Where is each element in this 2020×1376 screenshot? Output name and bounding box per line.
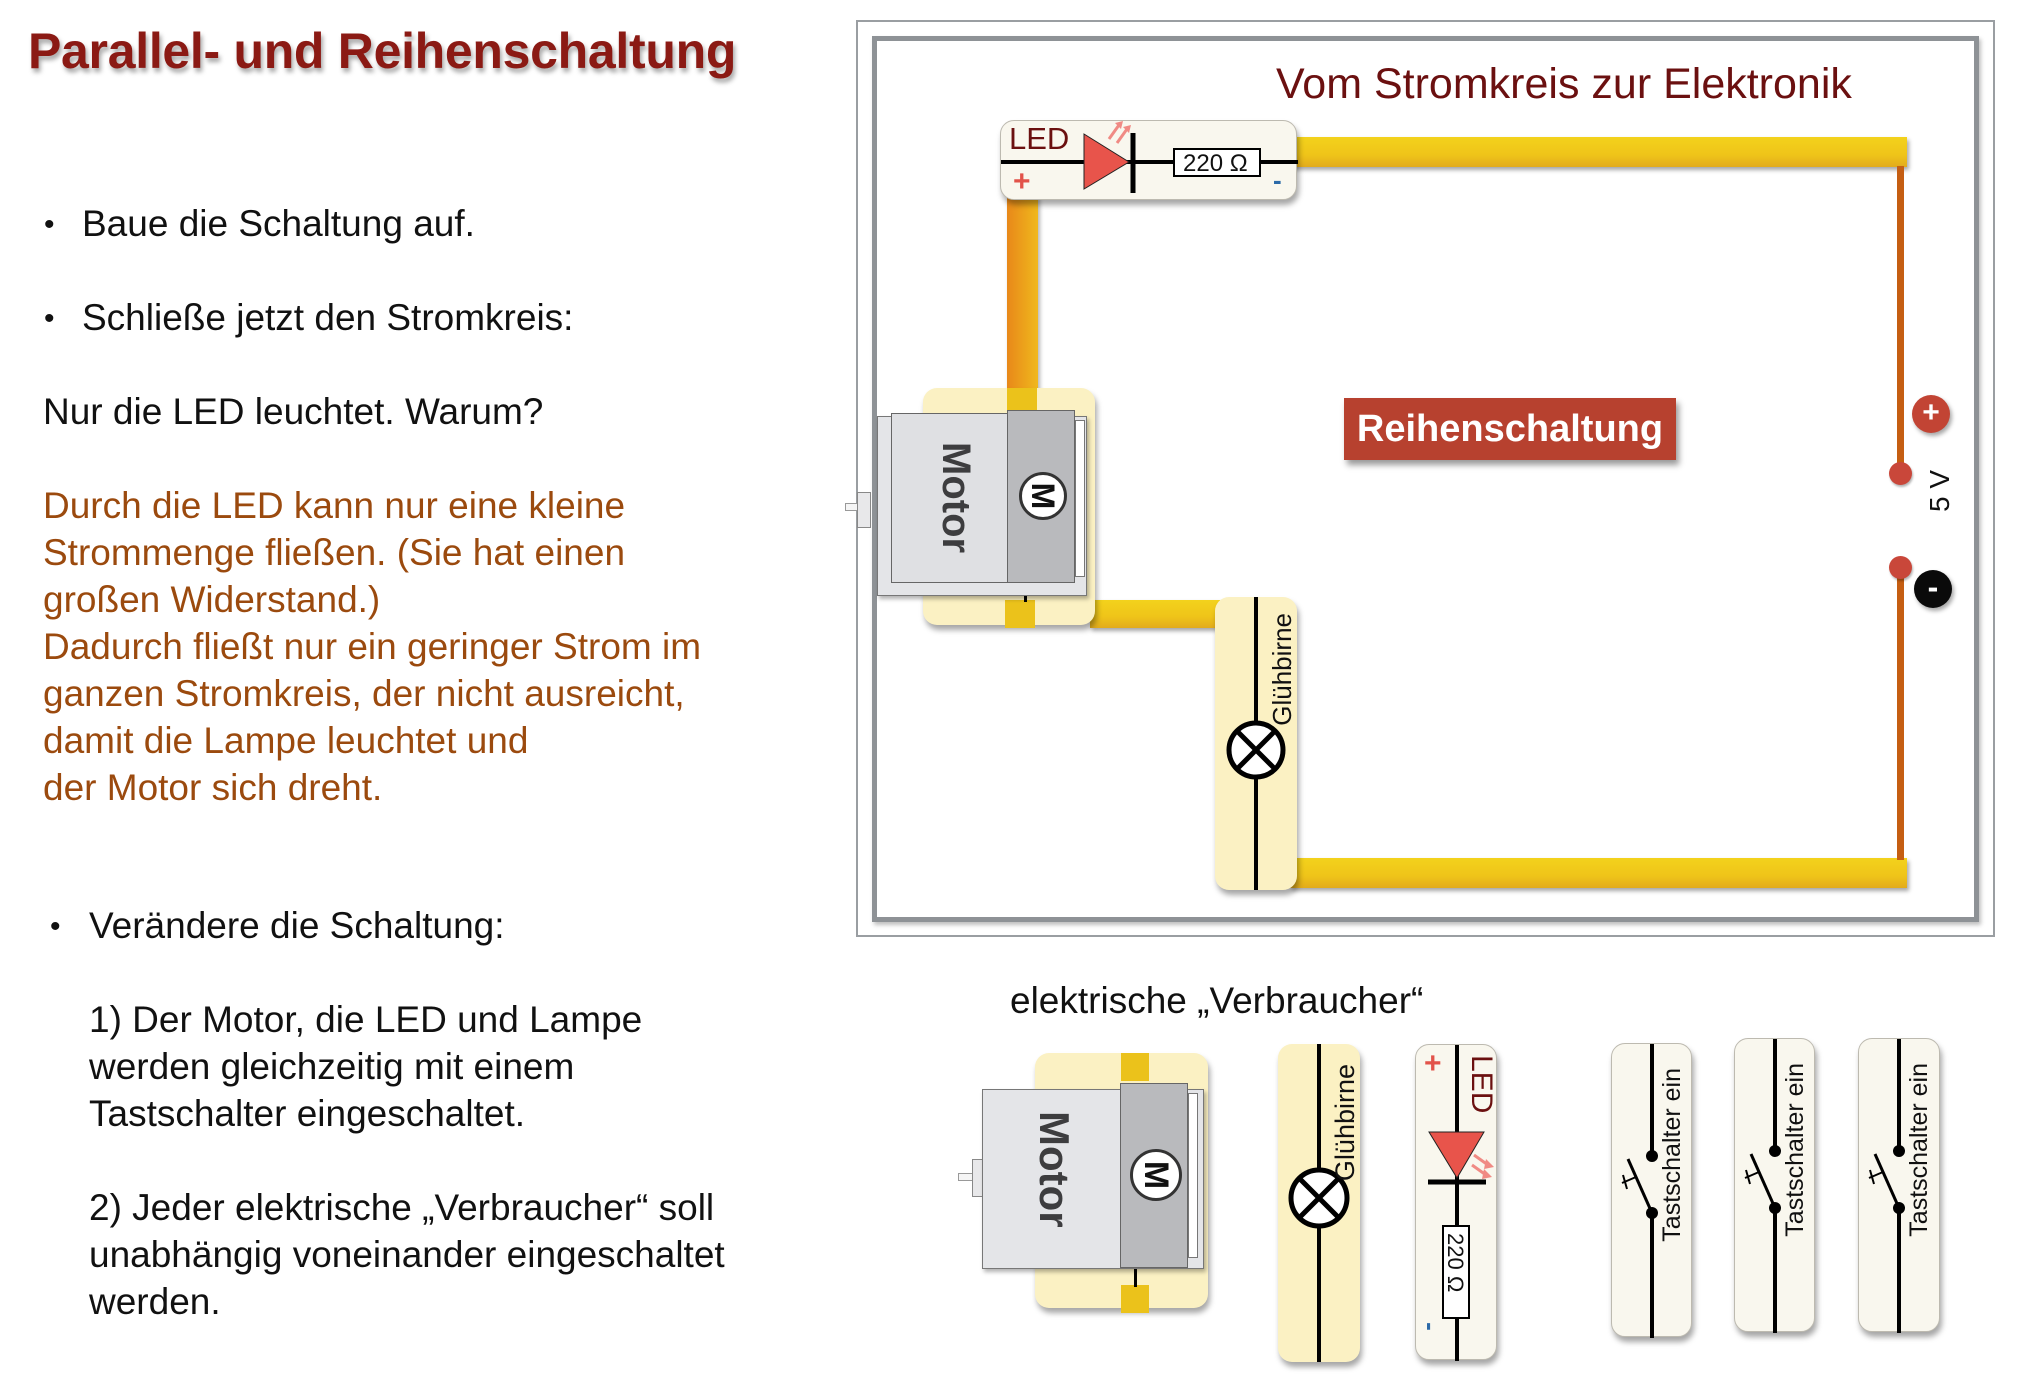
battery-terminal-positive[interactable] — [1889, 462, 1912, 485]
task-1-line: werden gleichzeitig mit einem — [89, 1046, 575, 1087]
instruction-build: Baue die Schaltung auf. — [82, 203, 475, 244]
motor-connector-top — [1121, 1053, 1149, 1081]
circuit-type-badge: Reihenschaltung — [1344, 398, 1676, 460]
task-2-line: werden. — [89, 1281, 221, 1322]
bullet-icon: • — [44, 208, 55, 241]
push-switch-icon — [1744, 1039, 1781, 1333]
push-switch-icon — [1868, 1039, 1905, 1333]
resistor-value: 220 Ω — [1443, 1233, 1468, 1293]
task-1: 1) Der Motor, die LED und Lampe werden g… — [89, 996, 642, 1137]
lamp-symbol-icon — [1288, 1044, 1350, 1362]
lamp-label: Glühbirne — [1267, 613, 1297, 726]
battery-voltage: 5 V — [1924, 470, 1955, 513]
palette-title: elektrische „Verbraucher“ — [1010, 980, 1424, 1021]
answer-line: Dadurch fließt nur ein geringer Strom im — [43, 626, 702, 667]
wire-top[interactable] — [1290, 137, 1907, 167]
led-symbol-icon — [1001, 121, 1298, 193]
motor-connector-bottom — [1005, 600, 1035, 628]
page-title: Parallel- und Reihenschaltung — [28, 23, 737, 79]
led-label: LED — [1009, 121, 1070, 156]
palette-switch-3[interactable]: Tastschalter ein — [1858, 1038, 1940, 1333]
push-switch-icon — [1621, 1044, 1658, 1338]
led-plus-icon: + — [1013, 165, 1031, 198]
instruction-close-circuit: Schließe jetzt den Stromkreis: — [82, 297, 574, 338]
task-2-line: 2) Jeder elektrische „Verbraucher“ soll — [89, 1187, 715, 1228]
motor-symbol-icon: M — [1130, 1149, 1182, 1201]
battery-terminal-negative[interactable] — [1889, 556, 1912, 579]
motor-plate — [1188, 1093, 1198, 1258]
lamp-component[interactable]: Glühbirne — [1215, 597, 1297, 890]
led-component[interactable]: LED 220 Ω + - — [1000, 120, 1298, 200]
circuit-title: Vom Stromkreis zur Elektronik — [1276, 60, 1852, 108]
answer-paragraph: Durch die LED kann nur eine kleine Strom… — [43, 482, 701, 811]
answer-line: der Motor sich dreht. — [43, 767, 383, 808]
wire-left[interactable] — [1007, 196, 1038, 392]
wire-right-lower[interactable] — [1897, 566, 1904, 860]
palette-switch-2[interactable]: Tastschalter ein — [1734, 1038, 1815, 1333]
switch-label: Tastschalter ein — [1905, 1063, 1933, 1237]
motor-label: Motor — [934, 442, 978, 554]
lamp-symbol-icon — [1226, 597, 1286, 890]
led-plus-icon: + — [1424, 1047, 1442, 1080]
switch-label: Tastschalter ein — [1781, 1063, 1809, 1237]
motor-component[interactable]: M Motor — [845, 388, 1100, 628]
wire-bottom[interactable] — [1290, 858, 1907, 888]
task-2: 2) Jeder elektrische „Verbraucher“ soll … — [89, 1184, 725, 1325]
led-minus-icon: - — [1273, 165, 1282, 195]
answer-line: großen Widerstand.) — [43, 579, 381, 620]
palette-motor[interactable]: M Motor — [958, 1053, 1213, 1313]
led-label: LED — [1465, 1055, 1498, 1114]
motor-label: Motor — [1031, 1111, 1078, 1228]
motor-plate — [1075, 420, 1085, 577]
task-1-line: Tastschalter eingeschaltet. — [89, 1093, 526, 1134]
answer-line: Strommenge fließen. (Sie hat einen — [43, 532, 626, 573]
answer-line: Durch die LED kann nur eine kleine — [43, 485, 626, 526]
answer-line: damit die Lampe leuchtet und — [43, 720, 529, 761]
lamp-label: Glühbirne — [1330, 1064, 1360, 1182]
palette-led[interactable]: LED 220 Ω + - — [1415, 1044, 1498, 1361]
motor-connector-bottom — [1121, 1285, 1149, 1313]
bullet-icon: • — [50, 910, 61, 943]
motor-lead — [1134, 1261, 1137, 1287]
motor-shaft-collar — [857, 492, 871, 528]
minus-icon: - — [1914, 570, 1952, 608]
wire-motor-lamp[interactable] — [1090, 600, 1220, 628]
switch-label: Tastschalter ein — [1658, 1068, 1686, 1242]
palette-switch-1[interactable]: Tastschalter ein — [1611, 1043, 1692, 1338]
led-symbol-icon — [1428, 1045, 1494, 1361]
answer-line: ganzen Stromkreis, der nicht ausreicht, — [43, 673, 685, 714]
palette-lamp[interactable]: Glühbirne — [1278, 1044, 1360, 1362]
bullet-icon: • — [44, 302, 55, 335]
question: Nur die LED leuchtet. Warum? — [43, 391, 544, 432]
wire-right-upper[interactable] — [1897, 166, 1904, 471]
motor-symbol-icon: M — [1019, 472, 1067, 520]
led-minus-icon: - — [1415, 1322, 1446, 1331]
task-1-line: 1) Der Motor, die LED und Lampe — [89, 999, 643, 1040]
task-2-line: unabhängig voneinander eingeschaltet — [89, 1234, 725, 1275]
instruction-change-circuit: Verändere die Schaltung: — [89, 905, 505, 946]
plus-icon: + — [1912, 395, 1950, 433]
resistor-value: 220 Ω — [1183, 150, 1248, 177]
